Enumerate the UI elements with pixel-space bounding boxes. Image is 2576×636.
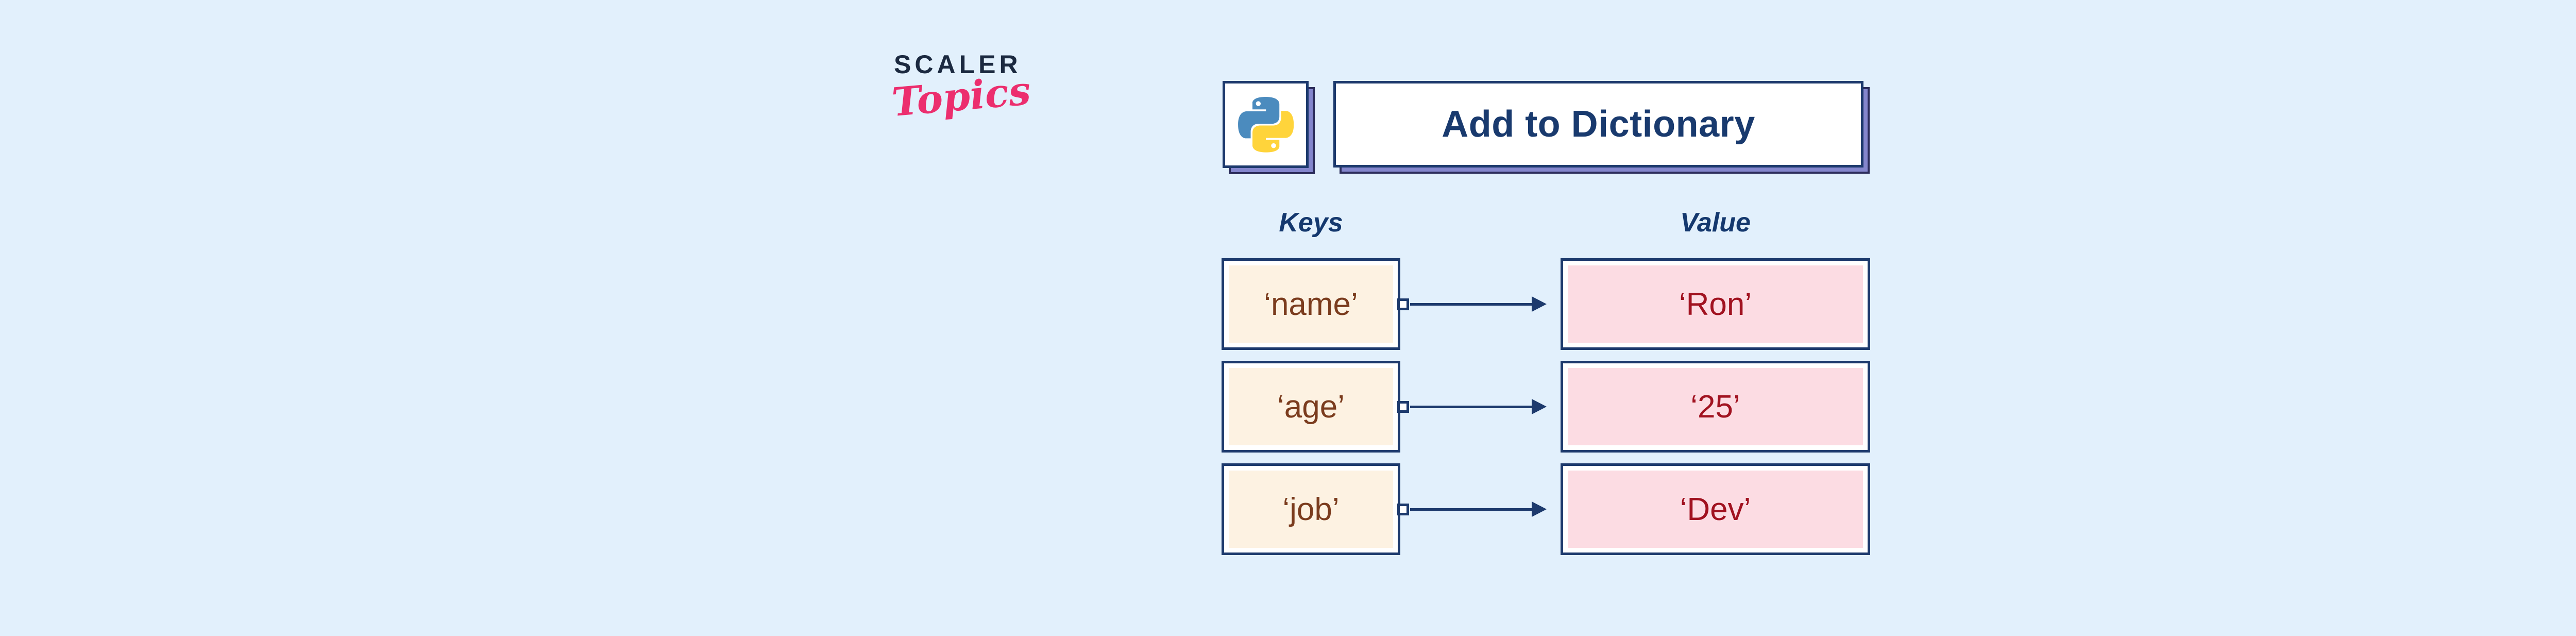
value-column-header: Value xyxy=(1680,208,1751,238)
keys-column-header: Keys xyxy=(1279,208,1343,238)
title-card-face: Add to Dictionary xyxy=(1333,81,1863,168)
python-icon xyxy=(1238,96,1294,153)
arrow-line xyxy=(1410,303,1532,306)
arrow-head-icon xyxy=(1532,501,1547,517)
value-text: ‘25’ xyxy=(1690,389,1740,425)
value-box: ‘Ron’ xyxy=(1561,258,1870,350)
value-box: ‘Dev’ xyxy=(1561,463,1870,555)
arrow-head-icon xyxy=(1532,399,1547,414)
title-card: Add to Dictionary xyxy=(1333,81,1870,174)
dict-row: ‘job’ ‘Dev’ xyxy=(1222,463,1870,555)
connector-square-icon xyxy=(1397,298,1409,310)
scaler-topics-logo: SCALER Topics xyxy=(890,49,1048,125)
value-box: ‘25’ xyxy=(1561,361,1870,453)
python-card-face xyxy=(1223,81,1309,168)
dict-row: ‘age’ ‘25’ xyxy=(1222,361,1870,453)
connector-square-icon xyxy=(1397,504,1409,515)
key-text: ‘age’ xyxy=(1277,389,1345,425)
key-box: ‘name’ xyxy=(1222,258,1400,350)
logo-brand-text: SCALER xyxy=(894,50,1022,79)
value-text: ‘Ron’ xyxy=(1679,286,1752,322)
connector-square-icon xyxy=(1397,401,1409,413)
key-box: ‘age’ xyxy=(1222,361,1400,453)
key-box: ‘job’ xyxy=(1222,463,1400,555)
key-text: ‘job’ xyxy=(1282,491,1340,527)
python-icon-card xyxy=(1223,81,1315,174)
value-text: ‘Dev’ xyxy=(1680,491,1751,527)
dict-row: ‘name’ ‘Ron’ xyxy=(1222,258,1870,350)
arrow-line xyxy=(1410,406,1532,408)
arrow-line xyxy=(1410,508,1532,511)
page-title: Add to Dictionary xyxy=(1442,104,1755,145)
key-text: ‘name’ xyxy=(1264,286,1358,322)
arrow-head-icon xyxy=(1532,296,1547,312)
